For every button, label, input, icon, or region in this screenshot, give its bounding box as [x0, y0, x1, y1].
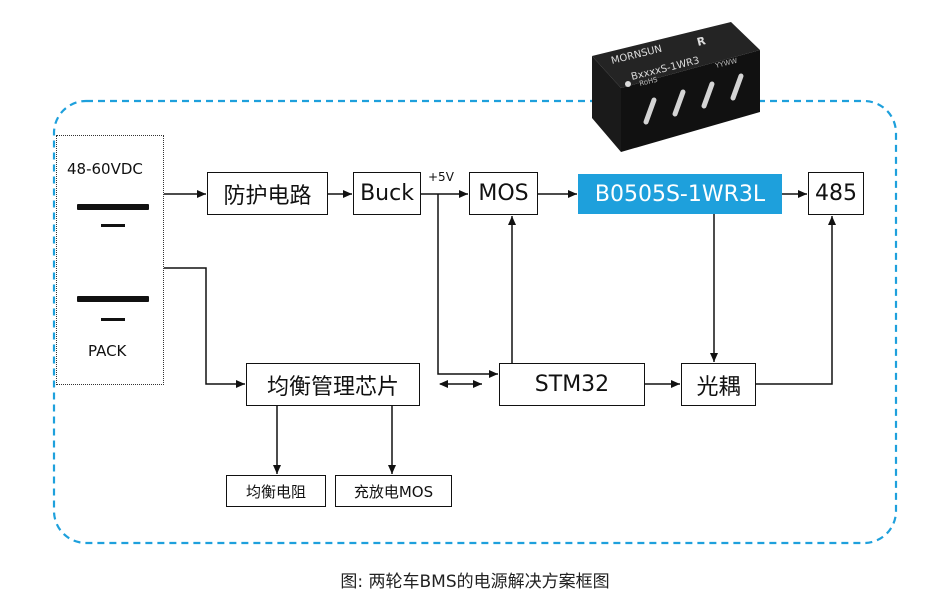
pack-name-label: PACK	[88, 342, 127, 360]
battery-cell-long-plate	[77, 204, 149, 210]
buck-block: Buck	[353, 172, 421, 215]
protection-circuit-block: 防护电路	[207, 172, 328, 215]
buck-output-label: +5V	[428, 170, 454, 184]
dc-dc-module-block: B0505S-1WR3L	[578, 174, 782, 214]
module-product-photo: MORNSUN R BxxxxS-1WR3 RoHS YYWW	[592, 22, 760, 152]
charge-discharge-mos-block: 充放电MOS	[335, 475, 452, 507]
mos-block: MOS	[469, 172, 538, 215]
rs485-block: 485	[808, 172, 864, 215]
battery-cell-short-plate	[101, 318, 125, 321]
figure-caption: 图: 两轮车BMS的电源解决方案框图	[340, 572, 610, 592]
balance-management-chip-block: 均衡管理芯片	[246, 363, 420, 406]
module-pin1-dot	[625, 81, 631, 87]
optocoupler-block: 光耦	[681, 363, 756, 406]
battery-cell-short-plate	[101, 224, 125, 227]
module-mark-text: R	[696, 34, 708, 49]
pack-to-balance-chip-arrow	[164, 267, 245, 388]
battery-cell-long-plate	[77, 296, 149, 302]
module-pin	[701, 81, 715, 109]
connectors	[164, 190, 836, 474]
pack-voltage-label: 48-60VDC	[67, 160, 143, 178]
stm32-mcu-block: STM32	[499, 363, 645, 406]
module-pin	[672, 89, 686, 117]
balance-resistor-block: 均衡电阻	[226, 475, 326, 507]
buck-to-stm32-arrow	[437, 194, 498, 378]
module-pin	[730, 73, 744, 101]
module-pin	[643, 97, 657, 125]
battery-pack-group: 48-60VDC PACK	[56, 135, 164, 385]
system-boundary	[52, 99, 898, 545]
optocoupler-to-485-arrow	[756, 216, 836, 385]
